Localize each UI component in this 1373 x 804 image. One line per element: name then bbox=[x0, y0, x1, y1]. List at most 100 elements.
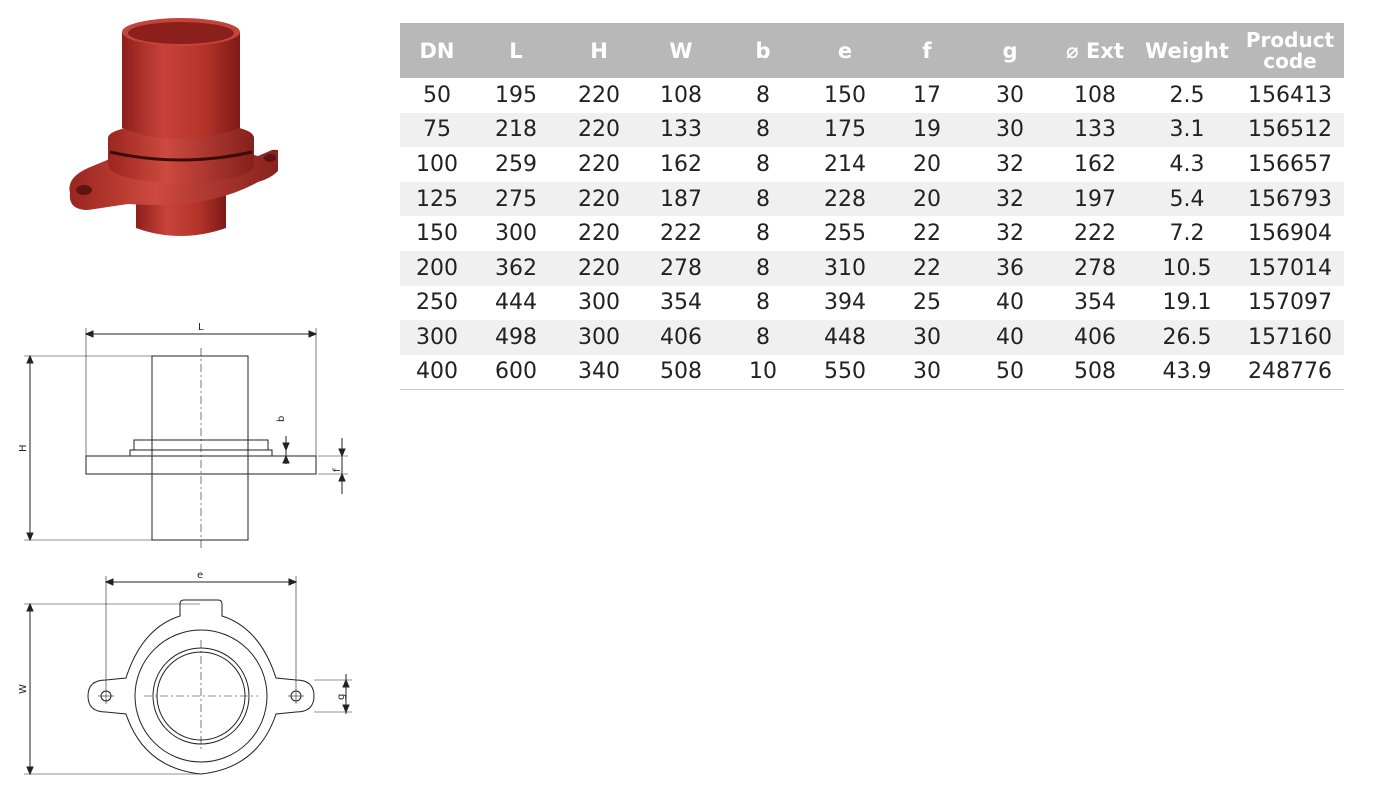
table-cell: 222 bbox=[1074, 221, 1116, 247]
table-cell: 220 bbox=[578, 221, 620, 247]
table-cell: 40 bbox=[996, 290, 1024, 316]
table-cell: 275 bbox=[495, 186, 537, 212]
table-cell: 8 bbox=[756, 82, 770, 108]
table-cell: 248776 bbox=[1236, 354, 1344, 390]
table-cell: 108 bbox=[660, 82, 702, 108]
table-cell: 30 bbox=[996, 117, 1024, 143]
table-cell: 157160 bbox=[1248, 324, 1332, 350]
table-cell: 220 bbox=[578, 151, 620, 177]
table-cell: 3.1 bbox=[1169, 117, 1205, 143]
table-cell: 150 bbox=[824, 82, 866, 108]
table-cell: 100 bbox=[416, 151, 458, 177]
column-header: ⌀ Ext bbox=[1066, 38, 1124, 63]
table-cell: 228 bbox=[824, 186, 866, 212]
column-header: g bbox=[1002, 38, 1018, 63]
dim-label-g: g bbox=[336, 694, 347, 700]
table-cell: 278 bbox=[660, 255, 702, 281]
column-header-part: code bbox=[1263, 48, 1317, 73]
table-cell: 175 bbox=[824, 117, 866, 143]
side-view-drawing: L H b f bbox=[14, 318, 358, 550]
table-cell: 8 bbox=[756, 186, 770, 212]
table-cell: 30 bbox=[913, 324, 941, 350]
table-cell: 162 bbox=[1074, 151, 1116, 177]
column-header: L bbox=[509, 38, 523, 63]
table-cell: 197 bbox=[1074, 186, 1116, 212]
table-cell: 162 bbox=[660, 151, 702, 177]
table-cell: 156657 bbox=[1248, 151, 1332, 177]
table-cell: 300 bbox=[578, 290, 620, 316]
table-cell: 300 bbox=[495, 221, 537, 247]
table-cell: 220 bbox=[578, 82, 620, 108]
product-photo bbox=[58, 18, 283, 248]
table-cell: 50 bbox=[968, 354, 1052, 390]
table-cell: 340 bbox=[558, 354, 640, 390]
table-cell: 36 bbox=[996, 255, 1024, 281]
table-cell: 8 bbox=[756, 324, 770, 350]
table-cell: 508 bbox=[640, 354, 722, 390]
table-cell: 400 bbox=[400, 354, 474, 390]
table-cell: 19 bbox=[913, 117, 941, 143]
table-cell: 133 bbox=[1074, 117, 1116, 143]
column-header: DN bbox=[419, 38, 455, 63]
table-cell: 43.9 bbox=[1138, 354, 1236, 390]
table-cell: 8 bbox=[756, 290, 770, 316]
table-cell: 7.2 bbox=[1169, 221, 1205, 247]
dim-label-e: e bbox=[197, 570, 203, 581]
table-cell: 150 bbox=[416, 221, 458, 247]
table-cell: 255 bbox=[824, 221, 866, 247]
table-cell: 406 bbox=[660, 324, 702, 350]
table-cell: 300 bbox=[578, 324, 620, 350]
column-header: e bbox=[837, 38, 853, 63]
table-cell: 8 bbox=[756, 117, 770, 143]
table-cell: 156904 bbox=[1248, 221, 1332, 247]
table-cell: 354 bbox=[660, 290, 702, 316]
table-cell: 220 bbox=[578, 255, 620, 281]
column-header: H bbox=[590, 38, 608, 63]
table-cell: 300 bbox=[416, 324, 458, 350]
table-cell: 8 bbox=[756, 151, 770, 177]
table-cell: 195 bbox=[495, 82, 537, 108]
table-cell: 32 bbox=[996, 186, 1024, 212]
table-cell: 156413 bbox=[1248, 82, 1332, 108]
table-cell: 26.5 bbox=[1162, 324, 1212, 350]
table-cell: 156512 bbox=[1248, 117, 1332, 143]
table-cell: 19.1 bbox=[1162, 290, 1212, 316]
table-cell: 200 bbox=[416, 255, 458, 281]
table-cell: 30 bbox=[996, 82, 1024, 108]
table-cell: 508 bbox=[1052, 354, 1138, 390]
table-cell: 394 bbox=[824, 290, 866, 316]
dim-label-W: W bbox=[18, 684, 29, 694]
table-cell: 444 bbox=[495, 290, 537, 316]
table-cell: 20 bbox=[913, 151, 941, 177]
dim-label-f: f bbox=[332, 468, 343, 472]
table-cell: 75 bbox=[423, 117, 451, 143]
table-cell: 2.5 bbox=[1169, 82, 1205, 108]
table-cell: 406 bbox=[1074, 324, 1116, 350]
table-cell: 22 bbox=[913, 255, 941, 281]
table-cell: 10.5 bbox=[1162, 255, 1212, 281]
table-cell: 498 bbox=[495, 324, 537, 350]
table-cell: 218 bbox=[495, 117, 537, 143]
table-cell: 157097 bbox=[1248, 290, 1332, 316]
table-cell: 362 bbox=[495, 255, 537, 281]
table-cell: 4.3 bbox=[1169, 151, 1205, 177]
table-cell: 20 bbox=[913, 186, 941, 212]
dim-label-L: L bbox=[198, 322, 204, 333]
table-cell: 125 bbox=[416, 186, 458, 212]
table-cell: 40 bbox=[996, 324, 1024, 350]
column-header: W bbox=[669, 38, 693, 63]
table-cell: 354 bbox=[1074, 290, 1116, 316]
table-cell: 550 bbox=[804, 354, 886, 390]
table-cell: 8 bbox=[756, 255, 770, 281]
